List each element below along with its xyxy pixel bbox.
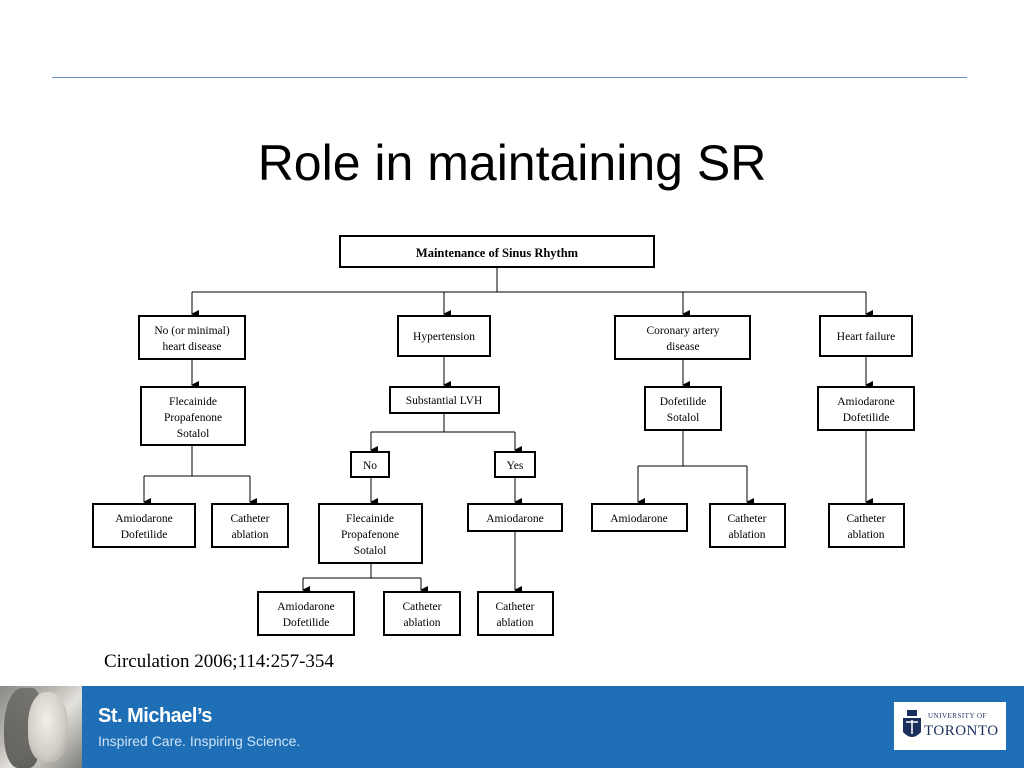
svg-text:ablation: ablation [403,617,440,629]
node-amiodarone-dofetilide-1: Amiodarone Dofetilide [92,503,196,548]
node-catheter-ablation-1: Catheter ablation [211,503,289,548]
svg-text:Dofetilide: Dofetilide [283,617,330,629]
brand-tagline: Inspired Care. Inspiring Science. [98,733,301,749]
flowchart: Maintenance of Sinus Rhythm No (or minim… [92,235,915,636]
svg-text:Catheter: Catheter [403,601,442,613]
svg-text:Substantial LVH: Substantial LVH [406,395,483,407]
node-amiodarone-cad: Amiodarone [591,503,688,532]
node-catheter-ablation-2: Catheter ablation [383,591,461,636]
svg-text:Catheter: Catheter [847,513,886,525]
footer-bar: St. Michael’s Inspired Care. Inspiring S… [0,686,1024,768]
node-flecainide-2: Flecainide Propafenone Sotalol [318,503,423,564]
node-substantial-lvh: Substantial LVH [389,386,500,414]
brand-logo-text: St. Michael’s [98,705,212,727]
top-divider-line [52,77,967,78]
svg-text:disease: disease [666,341,699,353]
node-dofetilide-sotalol: Dofetilide Sotalol [644,386,722,431]
node-hypertension: Hypertension [397,315,491,357]
svg-text:ablation: ablation [496,617,533,629]
node-catheter-ablation-yes: Catheter ablation [477,591,554,636]
node-root: Maintenance of Sinus Rhythm [339,235,655,268]
svg-text:Heart failure: Heart failure [837,331,895,343]
node-catheter-ablation-cad: Catheter ablation [709,503,786,548]
svg-text:Catheter: Catheter [728,513,767,525]
svg-text:Catheter: Catheter [231,513,270,525]
node-coronary-artery-disease: Coronary artery disease [614,315,751,360]
node-yes: Yes [494,451,536,478]
svg-text:heart disease: heart disease [162,341,221,353]
university-of-toronto-logo: UNIVERSITY OF TORONTO [894,702,1006,750]
svg-text:Sotalol: Sotalol [667,412,700,424]
svg-text:No: No [363,460,377,472]
svg-text:Propafenone: Propafenone [164,412,222,424]
svg-text:Yes: Yes [507,460,524,472]
slide-title: Role in maintaining SR [257,135,767,191]
svg-text:Dofetilide: Dofetilide [121,529,168,541]
svg-text:Propafenone: Propafenone [341,529,399,541]
svg-text:Amiodarone: Amiodarone [610,513,667,525]
svg-text:Amiodarone: Amiodarone [115,513,172,525]
svg-text:ablation: ablation [728,529,765,541]
citation: Circulation 2006;114:257-354 [104,651,334,672]
svg-text:Coronary artery: Coronary artery [646,325,719,337]
svg-text:Hypertension: Hypertension [413,331,475,343]
node-no: No [350,451,390,478]
svg-text:Amiodarone: Amiodarone [486,513,543,525]
svg-text:Sotalol: Sotalol [354,545,387,557]
node-no-heart-disease: No (or minimal) heart disease [138,315,246,360]
svg-text:Flecainide: Flecainide [169,396,217,408]
svg-text:No (or minimal): No (or minimal) [154,325,230,337]
statue-photo [0,686,82,768]
node-heart-failure: Heart failure [819,315,913,357]
node-flecainide-1: Flecainide Propafenone Sotalol [140,386,246,446]
svg-text:Sotalol: Sotalol [177,428,210,440]
node-catheter-ablation-hf: Catheter ablation [828,503,905,548]
toronto-label: TORONTO [924,723,999,739]
svg-text:Catheter: Catheter [496,601,535,613]
svg-text:Dofetilide: Dofetilide [660,396,707,408]
svg-text:Amiodarone: Amiodarone [837,396,894,408]
svg-text:Flecainide: Flecainide [346,513,394,525]
node-amiodarone-dofetilide-2: Amiodarone Dofetilide [257,591,355,636]
svg-text:ablation: ablation [847,529,884,541]
university-of-label: UNIVERSITY OF [928,712,987,720]
node-amiodarone-dofetilide-hf: Amiodarone Dofetilide [817,386,915,431]
node-amiodarone-yes: Amiodarone [467,503,563,532]
connectors [143,268,873,594]
crest-icon [903,710,921,737]
svg-text:Amiodarone: Amiodarone [277,601,334,613]
node-root-label: Maintenance of Sinus Rhythm [416,246,579,260]
svg-text:ablation: ablation [231,529,268,541]
svg-text:Dofetilide: Dofetilide [843,412,890,424]
